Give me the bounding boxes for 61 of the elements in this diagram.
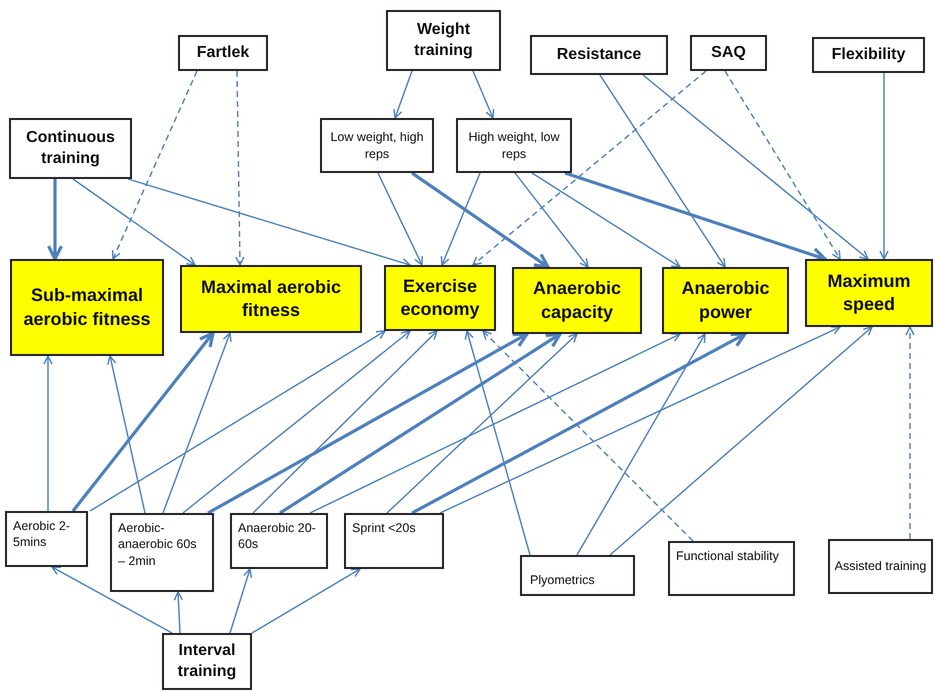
arrow xyxy=(174,591,184,634)
arrow xyxy=(411,332,747,514)
method-box: Resistance xyxy=(530,35,668,75)
method-box: Interval training xyxy=(162,633,252,690)
dashed-arrow xyxy=(724,70,841,260)
arrow xyxy=(599,74,726,268)
dashed-arrow xyxy=(482,330,694,542)
arrow xyxy=(128,178,411,268)
dashed-arrow xyxy=(235,70,245,266)
method-box: Flexibility xyxy=(812,37,925,73)
arrow xyxy=(440,172,481,266)
method-box: Plyometrics xyxy=(520,555,635,596)
arrow xyxy=(377,172,423,266)
arrow xyxy=(252,568,361,634)
arrow xyxy=(310,333,681,514)
method-box: Functional stability xyxy=(668,541,795,596)
arrow xyxy=(72,331,215,512)
arrow xyxy=(879,73,889,260)
arrow xyxy=(162,332,232,514)
arrow xyxy=(279,332,562,514)
fitness-component-box: Sub-maximal aerobic fitness xyxy=(10,259,164,356)
arrow xyxy=(51,566,172,634)
method-box: Fartlek xyxy=(178,35,268,71)
arrow xyxy=(532,172,681,268)
method-box: Weight training xyxy=(386,10,501,71)
fitness-component-box: Maximum speed xyxy=(805,259,933,327)
arrow xyxy=(393,70,413,119)
sub-method-box: Aerobic-anaerobic 60s – 2min xyxy=(110,513,214,592)
arrow xyxy=(386,333,578,514)
sub-method-box: Anaerobic 20-60s xyxy=(230,513,328,569)
arrow xyxy=(576,333,706,556)
sub-method-box: Sprint <20s xyxy=(344,513,444,569)
arrow xyxy=(440,326,841,514)
sub-method-box: Low weight, high reps xyxy=(320,118,434,173)
method-box: Continuous training xyxy=(9,118,132,179)
dashed-arrow xyxy=(472,70,706,266)
dashed-arrow xyxy=(905,326,915,539)
method-box: SAQ xyxy=(690,35,767,71)
arrow xyxy=(182,330,411,514)
arrow xyxy=(411,172,550,269)
fitness-component-box: Maximal aerobic fitness xyxy=(180,265,362,333)
arrow xyxy=(472,70,494,119)
fitness-component-box: Exercise economy xyxy=(384,265,496,331)
fitness-component-box: Anaerobic power xyxy=(662,267,789,334)
arrow xyxy=(72,178,196,266)
sub-method-box: High weight, low reps xyxy=(456,118,572,173)
arrow xyxy=(514,172,589,268)
sub-method-box: Aerobic 2-5mins xyxy=(5,511,88,567)
arrow xyxy=(642,74,869,260)
arrow xyxy=(464,330,531,556)
fitness-component-box: Anaerobic capacity xyxy=(512,267,642,334)
method-box: Assisted training xyxy=(828,539,933,594)
arrow xyxy=(107,355,146,514)
arrow xyxy=(47,179,63,261)
arrow xyxy=(90,330,386,512)
arrow xyxy=(229,568,252,634)
arrow xyxy=(43,355,53,511)
arrow xyxy=(252,330,438,514)
arrow xyxy=(610,326,873,556)
arrow xyxy=(207,332,529,514)
dashed-arrow xyxy=(112,70,198,260)
